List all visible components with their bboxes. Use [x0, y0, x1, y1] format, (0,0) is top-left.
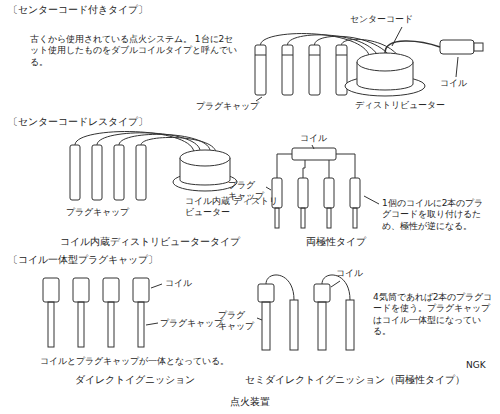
part-label: コイル	[300, 133, 327, 144]
section-heading: 〔センターコード付きタイプ〕	[8, 4, 148, 16]
description-note: コイルとプラグキャップが一体となっている。	[40, 356, 229, 367]
semi-direct-ignition	[257, 275, 354, 350]
watermark: NGK	[466, 360, 486, 371]
center-cord-system	[255, 27, 483, 101]
part-label: センターコード	[350, 14, 413, 25]
part-label: プラグキャップ	[196, 101, 259, 112]
part-label: プラグ キャップ	[228, 180, 266, 203]
type-name: ダイレクトイグニッション	[75, 374, 195, 386]
section-heading: 〔コイル一体型プラグキャップ〕	[8, 254, 158, 266]
part-label: コイル	[336, 268, 363, 279]
section-heading: 〔センターコードレスタイプ〕	[8, 116, 148, 128]
figure-caption: 点火装置	[230, 396, 270, 409]
description-note: 古くから使用されている点火システム。 1台に2セット使用したものをダブルコイルタ…	[30, 34, 240, 68]
part-label: プラグ キャップ	[218, 310, 256, 333]
part-label: コイル	[440, 78, 467, 89]
type-name: セミダイレクトイグニッション（両極性タイプ）	[245, 374, 465, 386]
type-name: 両極性タイプ	[306, 236, 366, 248]
coil-in-distributor	[70, 132, 237, 200]
direct-ignition	[43, 278, 162, 347]
part-label: コイル	[165, 278, 192, 289]
type-name: コイル内蔵ディストリビュータータイプ	[60, 236, 240, 248]
part-label: プラグキャップ	[66, 207, 129, 218]
part-label: プラグキャップ	[160, 318, 223, 329]
description-note: 1個のコイルに2本のプラグコードを取り付けるため、極性が逆になる。	[382, 198, 490, 232]
description-note: 4気筒であれば2本のプラグコードを使う。プラグキャップはコイル一体型になっている…	[373, 292, 495, 337]
part-label: ディストリビューター	[355, 100, 445, 111]
dual-polarity-system	[266, 145, 379, 228]
